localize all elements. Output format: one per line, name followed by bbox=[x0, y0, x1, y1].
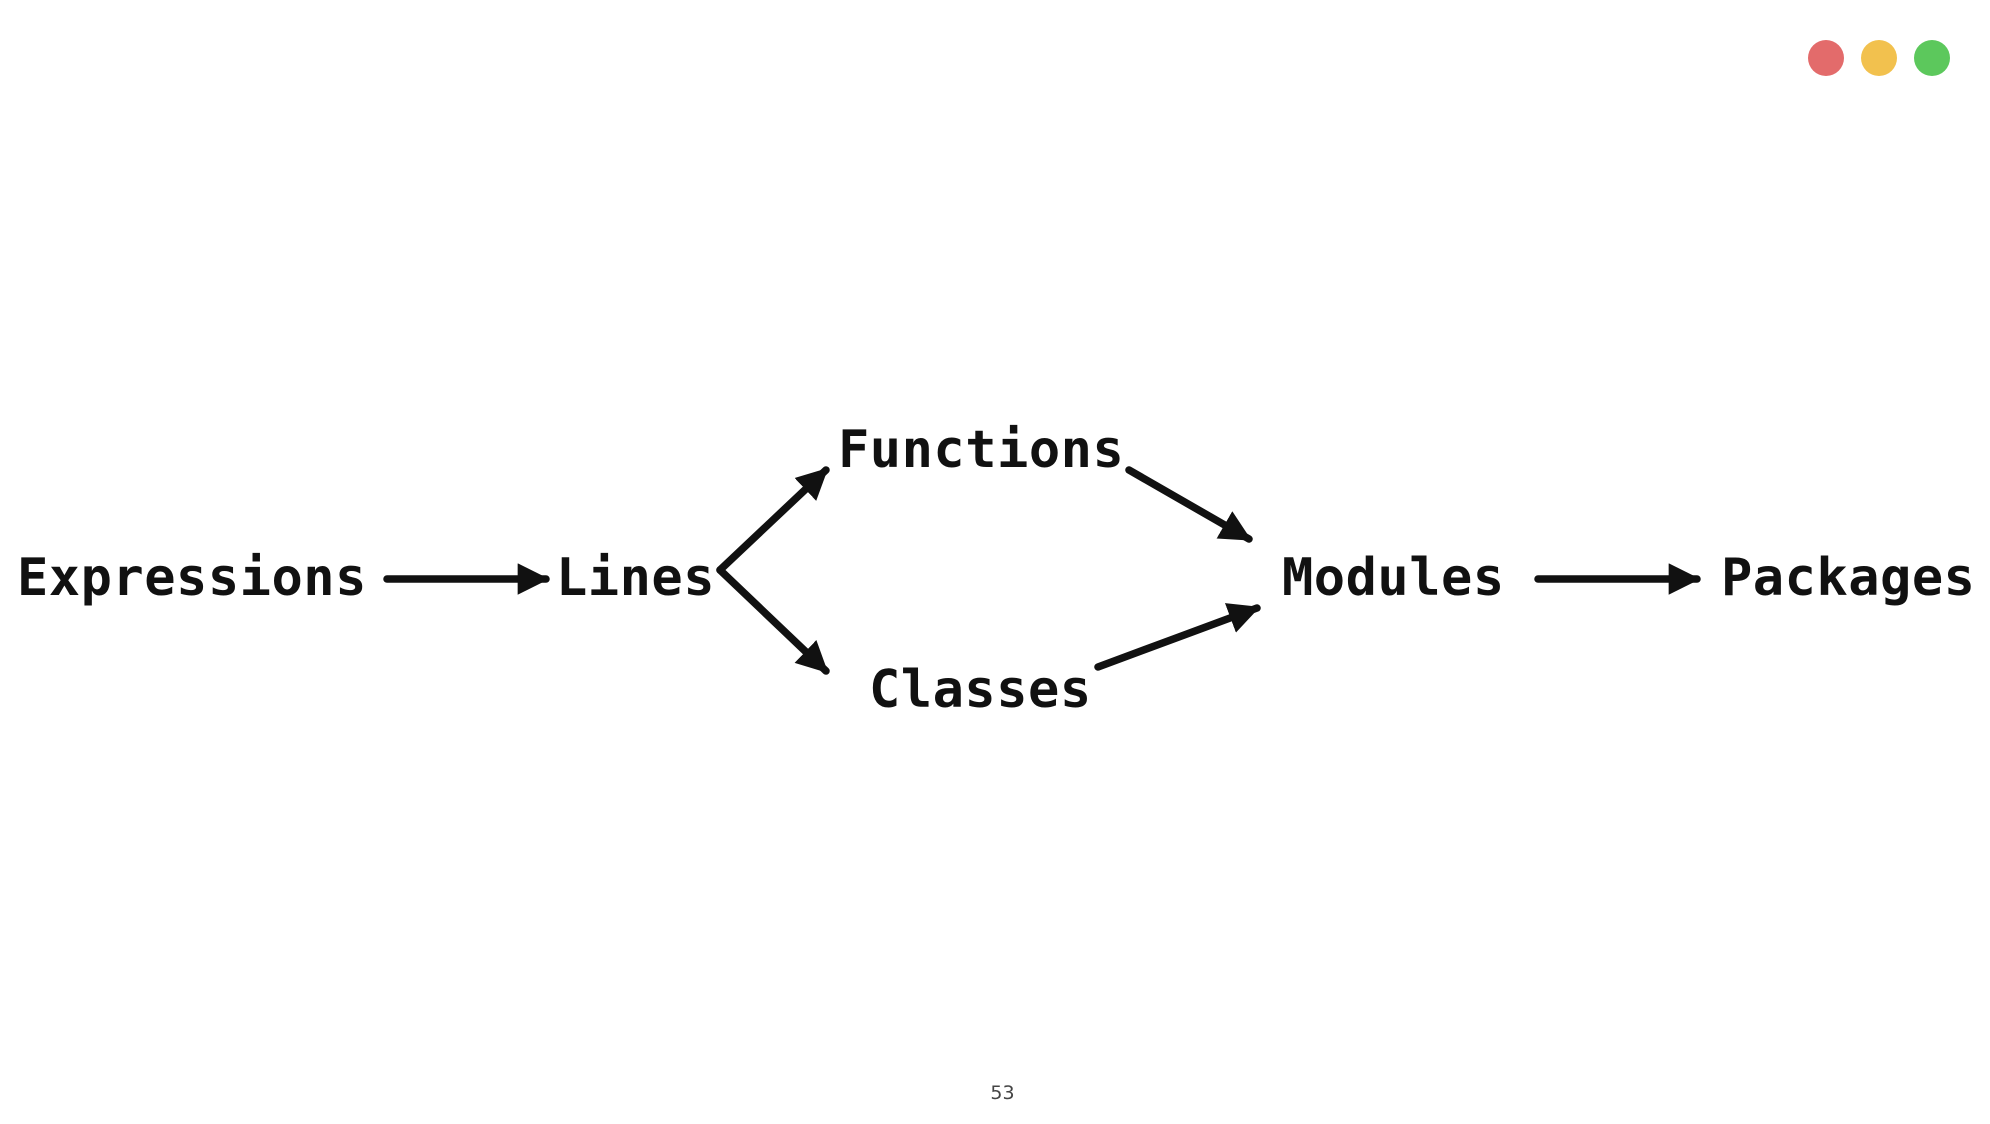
node-classes: Classes bbox=[869, 660, 1092, 720]
maximize-dot-icon[interactable] bbox=[1914, 40, 1950, 76]
node-modules: Modules bbox=[1282, 548, 1505, 608]
arrow-classes-to-modules bbox=[1094, 603, 1261, 671]
close-dot-icon[interactable] bbox=[1808, 40, 1844, 76]
node-lines: Lines bbox=[556, 548, 716, 608]
arrow-functions-to-modules bbox=[1125, 466, 1253, 543]
node-functions: Functions bbox=[838, 420, 1125, 480]
page-number: 53 bbox=[990, 1082, 1015, 1104]
arrow-lines-to-classes bbox=[716, 566, 830, 675]
node-packages: Packages bbox=[1721, 548, 1976, 608]
minimize-dot-icon[interactable] bbox=[1861, 40, 1897, 76]
node-expressions: Expressions bbox=[17, 548, 367, 608]
window-controls bbox=[1808, 40, 1950, 76]
arrow-lines-to-functions bbox=[716, 466, 830, 574]
